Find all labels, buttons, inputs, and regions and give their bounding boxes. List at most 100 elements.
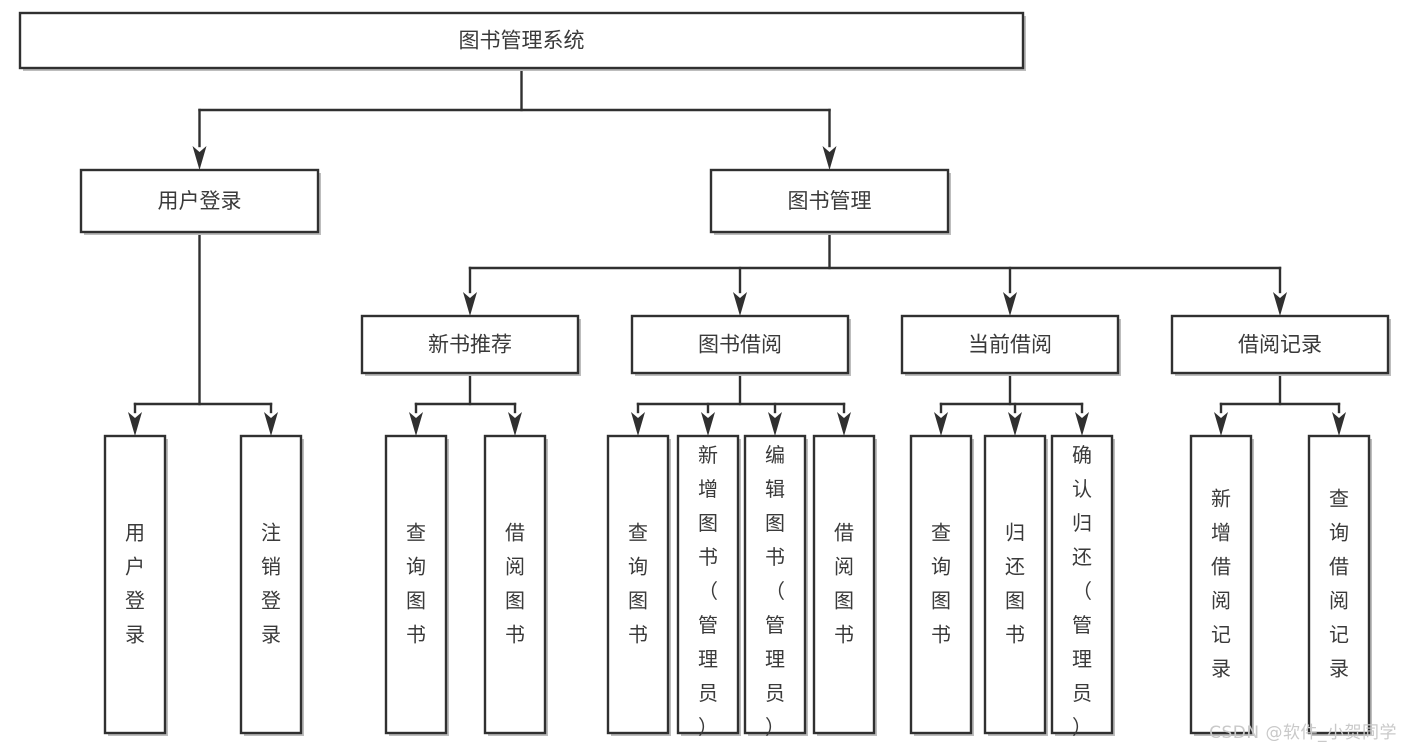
- svg-text:员: 员: [765, 681, 785, 705]
- node-leaf-box-10[interactable]: [1050, 434, 1114, 735]
- svg-text:管: 管: [698, 613, 718, 637]
- svg-text:书: 书: [834, 623, 854, 647]
- arrow-head-icon: [508, 412, 522, 436]
- svg-text:辑: 辑: [765, 477, 785, 501]
- node-leaf-box-7[interactable]: [812, 434, 876, 735]
- svg-text:编: 编: [765, 443, 785, 467]
- svg-text:新: 新: [1211, 487, 1231, 511]
- svg-text:图: 图: [628, 589, 648, 613]
- arrow-head-icon: [837, 412, 851, 436]
- svg-text:书: 书: [628, 623, 648, 647]
- connectors-layer: [128, 66, 1346, 436]
- node-level2-label-1: 图书管理: [788, 189, 872, 213]
- arrow-head-icon: [1008, 412, 1022, 436]
- svg-text:书: 书: [765, 545, 785, 569]
- svg-text:图: 图: [698, 511, 718, 535]
- svg-text:询: 询: [931, 555, 951, 579]
- node-level3-box-1[interactable]: [630, 314, 850, 375]
- labels-layer: 图书管理系统用户登录图书管理新书推荐图书借阅当前借阅借阅记录用户登录注销登录查询…: [125, 29, 1349, 740]
- svg-text:书: 书: [406, 623, 426, 647]
- svg-text:查: 查: [1329, 487, 1349, 511]
- node-leaf-box-12[interactable]: [1307, 434, 1371, 735]
- svg-text:借: 借: [1329, 555, 1349, 579]
- svg-text:户: 户: [125, 555, 145, 579]
- node-root-box[interactable]: [18, 11, 1025, 70]
- node-leaf-box-9[interactable]: [983, 434, 1047, 735]
- svg-text:询: 询: [1329, 521, 1349, 545]
- svg-text:查: 查: [931, 521, 951, 545]
- svg-text:记: 记: [1329, 623, 1349, 647]
- svg-text:图: 图: [406, 589, 426, 613]
- svg-text:查: 查: [406, 521, 426, 545]
- svg-text:借: 借: [834, 521, 854, 545]
- node-leaf-box-1[interactable]: [239, 434, 303, 735]
- arrow-head-icon: [192, 146, 207, 170]
- svg-text:理: 理: [765, 647, 785, 671]
- svg-text:员: 员: [698, 681, 718, 705]
- svg-text:理: 理: [698, 647, 718, 671]
- svg-text:录: 录: [1211, 657, 1231, 681]
- arrow-head-icon: [1332, 412, 1346, 436]
- arrow-head-icon: [264, 412, 278, 436]
- node-leaf-box-5[interactable]: [676, 434, 740, 735]
- node-level3-label-0: 新书推荐: [428, 333, 512, 357]
- svg-text:登: 登: [125, 589, 145, 613]
- node-level3-box-3[interactable]: [1170, 314, 1390, 375]
- node-leaf-box-0[interactable]: [103, 434, 167, 735]
- svg-text:还: 还: [1005, 555, 1025, 579]
- svg-text:借: 借: [1211, 555, 1231, 579]
- svg-text:书: 书: [931, 623, 951, 647]
- svg-text:记: 记: [1211, 623, 1231, 647]
- svg-text:员: 员: [1072, 681, 1092, 705]
- node-leaf-box-11[interactable]: [1189, 434, 1253, 735]
- svg-text:书: 书: [1005, 623, 1025, 647]
- svg-text:询: 询: [628, 555, 648, 579]
- node-level3-box-0[interactable]: [360, 314, 580, 375]
- svg-text:认: 认: [1072, 477, 1092, 501]
- boxes-layer: [18, 11, 1391, 736]
- node-level2-label-0: 用户登录: [158, 189, 242, 213]
- node-level2-box-0[interactable]: [79, 168, 320, 234]
- svg-text:归: 归: [1072, 511, 1092, 535]
- node-leaf-label-0: 用户登录: [125, 521, 145, 647]
- node-level2-box-1[interactable]: [709, 168, 950, 234]
- arrow-head-icon: [463, 292, 477, 316]
- node-leaf-box-4[interactable]: [606, 434, 670, 735]
- arrow-head-icon: [822, 146, 837, 170]
- svg-text:阅: 阅: [1329, 589, 1349, 613]
- node-leaf-box-2[interactable]: [384, 434, 448, 735]
- arrow-head-icon: [701, 412, 715, 436]
- node-leaf-box-6[interactable]: [743, 434, 807, 735]
- svg-text:录: 录: [125, 623, 145, 647]
- arrow-head-icon: [768, 412, 782, 436]
- svg-text:新: 新: [698, 443, 718, 467]
- svg-text:图: 图: [834, 589, 854, 613]
- node-leaf-box-3[interactable]: [483, 434, 547, 735]
- svg-text:阅: 阅: [1211, 589, 1231, 613]
- svg-text:销: 销: [261, 555, 281, 579]
- svg-text:阅: 阅: [834, 555, 854, 579]
- svg-text:增: 增: [698, 477, 718, 501]
- node-leaf-box-8[interactable]: [909, 434, 973, 735]
- arrow-head-icon: [1273, 292, 1287, 316]
- node-level3-box-2[interactable]: [900, 314, 1120, 375]
- svg-text:录: 录: [1329, 657, 1349, 681]
- svg-text:阅: 阅: [505, 555, 525, 579]
- arrow-head-icon: [934, 412, 948, 436]
- arrow-head-icon: [1075, 412, 1089, 436]
- arrow-head-icon: [1003, 292, 1017, 316]
- svg-text:（: （: [1072, 579, 1092, 603]
- svg-text:图: 图: [765, 511, 785, 535]
